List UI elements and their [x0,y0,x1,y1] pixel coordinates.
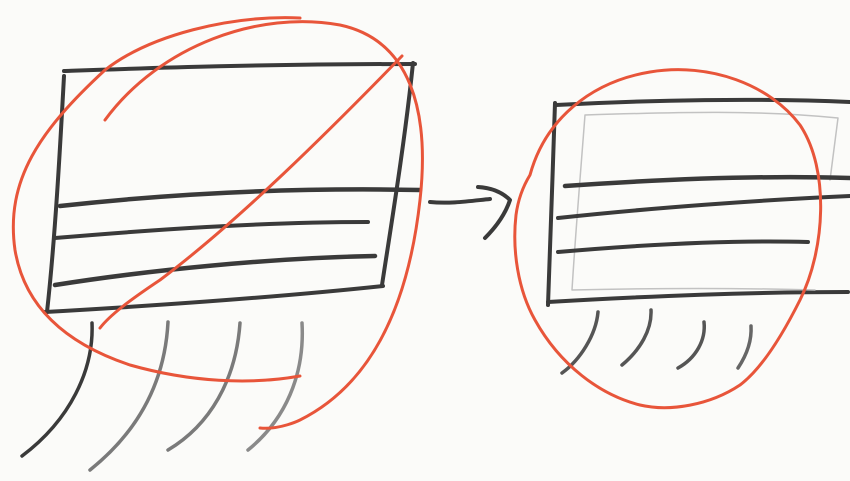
before-panel [22,63,420,470]
before-panel-line-3 [55,256,375,285]
before-panel-bottom-edge [45,286,383,312]
transition-arrow [430,187,510,238]
after-panel [548,100,850,373]
after-panel-line-3 [558,241,808,252]
before-hanging-stroke-2 [90,322,168,470]
before-panel-right-edge [382,63,413,285]
before-panel-left-edge [47,76,64,312]
after-hanging-stroke-2 [622,310,651,365]
after-panel-line-2 [558,196,850,218]
after-panel-line-1 [565,177,850,186]
after-hanging-stroke-3 [678,322,704,368]
after-hanging-stroke-4 [738,326,751,368]
after-panel-top-edge [556,100,850,105]
before-panel-top-edge [64,64,415,71]
after-red-markup [515,70,821,408]
arrow-shaft [430,199,490,203]
before-panel-line-2 [55,222,368,238]
arrow-head [478,187,510,238]
after-red-circle [515,70,821,408]
after-panel-inner-frame [572,112,838,290]
before-hanging-stroke-3 [168,323,240,450]
before-panel-line-1 [60,189,420,206]
before-hanging-stroke-4 [248,323,302,450]
